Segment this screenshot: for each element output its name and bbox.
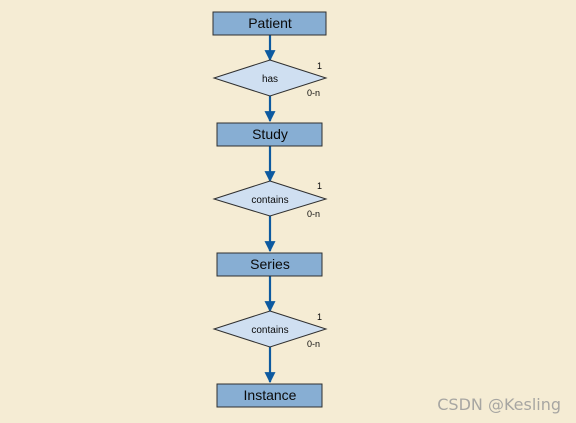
entity-series: Series [216, 252, 323, 277]
cardinality-many: 0-n [307, 209, 320, 219]
entity-instance: Instance [216, 383, 323, 408]
entity-study-label: Study [252, 126, 288, 142]
cardinality-one: 1 [317, 61, 322, 71]
relationship-has-label: has [262, 74, 278, 85]
entity-patient-label: Patient [248, 15, 292, 31]
watermark: CSDN @Kesling [437, 395, 561, 414]
entity-series-label: Series [250, 256, 290, 272]
entity-study: Study [216, 122, 323, 147]
cardinality-many: 0-n [307, 339, 320, 349]
relationship-contains-1-label: contains [251, 195, 288, 206]
relationship-contains-2: contains 1 0-n [212, 310, 328, 349]
relationship-has: has 1 0-n [212, 59, 328, 98]
cardinality-one: 1 [317, 181, 322, 191]
cardinality-one: 1 [317, 312, 322, 322]
cardinality-many: 0-n [307, 88, 320, 98]
entity-patient: Patient [212, 11, 327, 36]
entity-instance-label: Instance [244, 387, 297, 403]
relationship-contains-1: contains 1 0-n [212, 180, 328, 219]
relationship-contains-2-label: contains [251, 325, 288, 336]
